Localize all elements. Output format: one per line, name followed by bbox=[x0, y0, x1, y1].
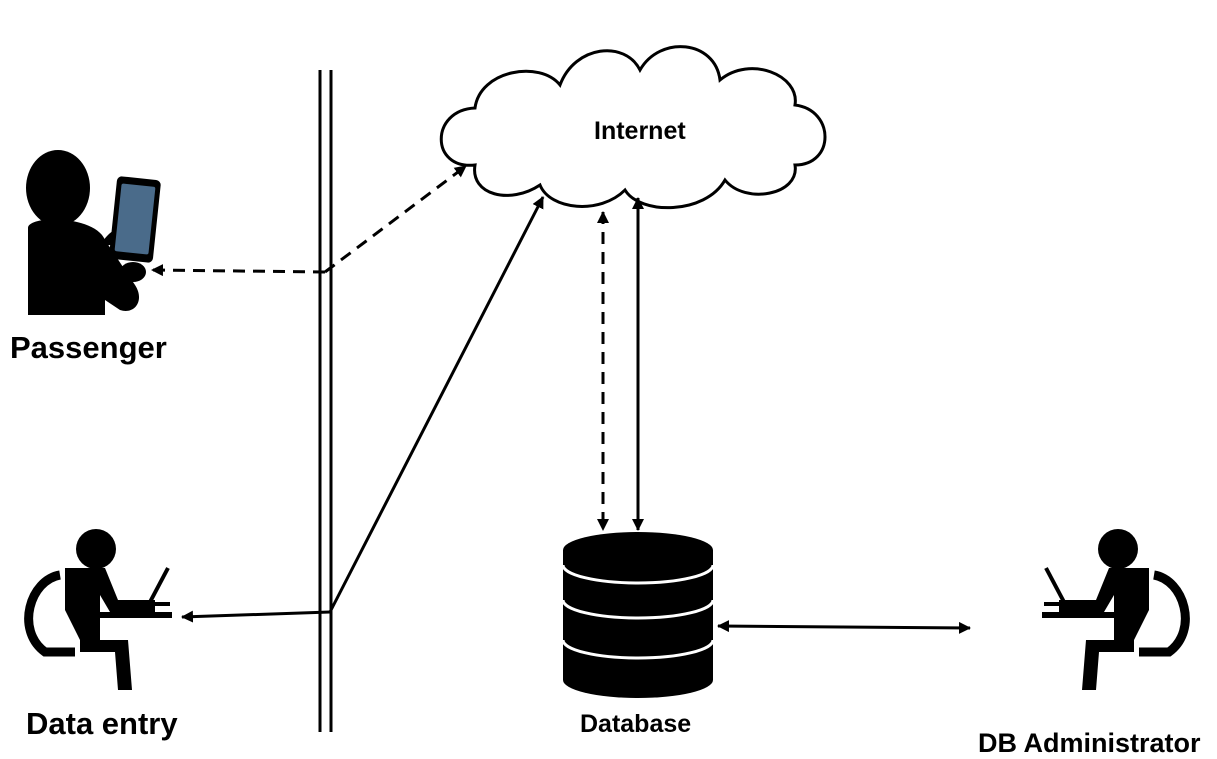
connectors bbox=[151, 164, 971, 634]
person-at-laptop-icon bbox=[24, 529, 172, 690]
person-at-laptop-icon bbox=[1042, 529, 1190, 690]
cloud-icon bbox=[439, 45, 827, 210]
person-with-tablet-icon bbox=[26, 150, 161, 315]
firewall-lines bbox=[318, 70, 333, 732]
database-cylinder-icon bbox=[561, 532, 715, 698]
data-entry-arrow bbox=[181, 610, 331, 623]
passenger-internet-arrow bbox=[324, 164, 467, 274]
database-admin-arrow bbox=[717, 620, 971, 634]
internet-label: Internet bbox=[594, 117, 686, 145]
passenger-label: Passenger bbox=[10, 330, 167, 365]
passenger-arrow bbox=[151, 264, 326, 277]
db-administrator-label: DB Administrator bbox=[978, 728, 1201, 758]
data-entry-label: Data entry bbox=[26, 706, 178, 741]
database-label: Database bbox=[580, 710, 692, 738]
data-entry-internet-arrow bbox=[328, 196, 545, 613]
